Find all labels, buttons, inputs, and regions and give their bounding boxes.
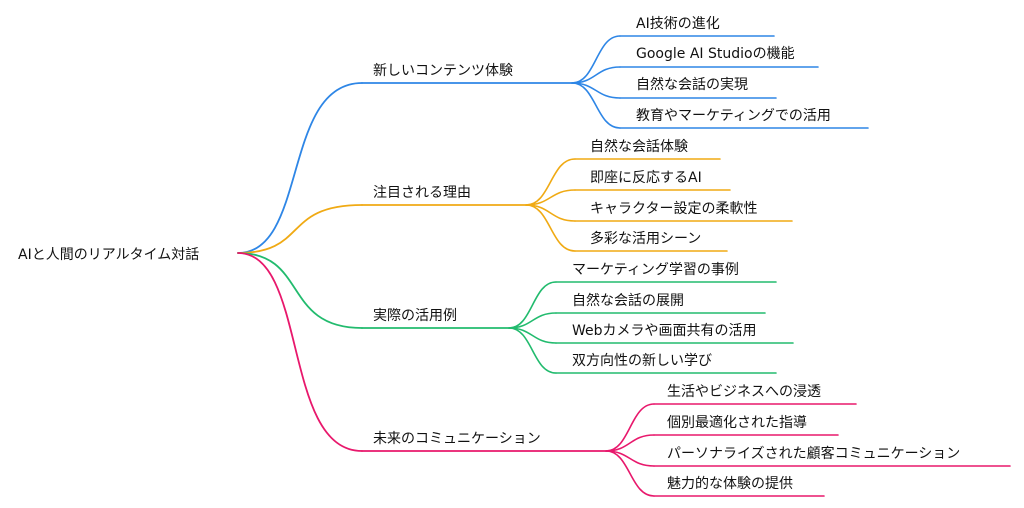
branch-connector-2 <box>237 252 363 329</box>
leaf-personalized-guidance: 個別最適化された指導 <box>667 415 807 431</box>
leaf-webcam-screen-share: Webカメラや画面共有の活用 <box>572 323 757 339</box>
branch-label-future: 未来のコミュニケーション <box>373 431 541 447</box>
leaf-connector-2-3 <box>508 327 557 374</box>
leaf-connector-2-0 <box>508 281 557 329</box>
leaf-google-ai-studio: Google AI Studioの機能 <box>636 46 795 62</box>
leaf-ai-tech-evolution: AI技術の進化 <box>636 16 720 32</box>
leaf-various-scenes: 多彩な活用シーン <box>590 231 702 247</box>
leaf-connector-1-0 <box>525 158 576 206</box>
leaf-natural-conversation-realization: 自然な会話の実現 <box>636 77 748 93</box>
branch-connector-0 <box>237 82 363 254</box>
leaf-life-business-penetration: 生活やビジネスへの浸透 <box>667 384 821 400</box>
leaf-interactive-new-learning: 双方向性の新しい学び <box>572 353 712 369</box>
root-node-label: AIと人間のリアルタイム対話 <box>18 247 200 263</box>
leaf-character-flexibility: キャラクター設定の柔軟性 <box>590 201 758 217</box>
leaf-connector-1-3 <box>525 204 576 252</box>
leaf-marketing-learning-case: マーケティング学習の事例 <box>572 262 739 278</box>
leaf-connector-0-3 <box>571 82 621 129</box>
branch-label-examples: 実際の活用例 <box>373 308 457 324</box>
leaf-natural-conversation-development: 自然な会話の展開 <box>572 293 684 309</box>
branch-label-new-content: 新しいコンテンツ体験 <box>373 63 513 79</box>
branch-label-reasons: 注目される理由 <box>373 185 471 201</box>
leaf-instant-response-ai: 即座に反応するAI <box>590 170 702 186</box>
leaf-connector-0-0 <box>571 35 621 84</box>
leaf-connector-3-3 <box>605 450 655 497</box>
branch-connector-3 <box>237 252 363 452</box>
leaf-natural-conversation-experience: 自然な会話体験 <box>590 139 688 155</box>
leaf-education-marketing-use: 教育やマーケティングでの活用 <box>636 108 831 124</box>
leaf-connector-3-0 <box>605 403 655 452</box>
leaf-attractive-experience: 魅力的な体験の提供 <box>667 476 793 492</box>
branch-connector-1 <box>237 204 363 254</box>
leaf-personalized-customer-communication: パーソナライズされた顧客コミュニケーション <box>667 446 961 462</box>
